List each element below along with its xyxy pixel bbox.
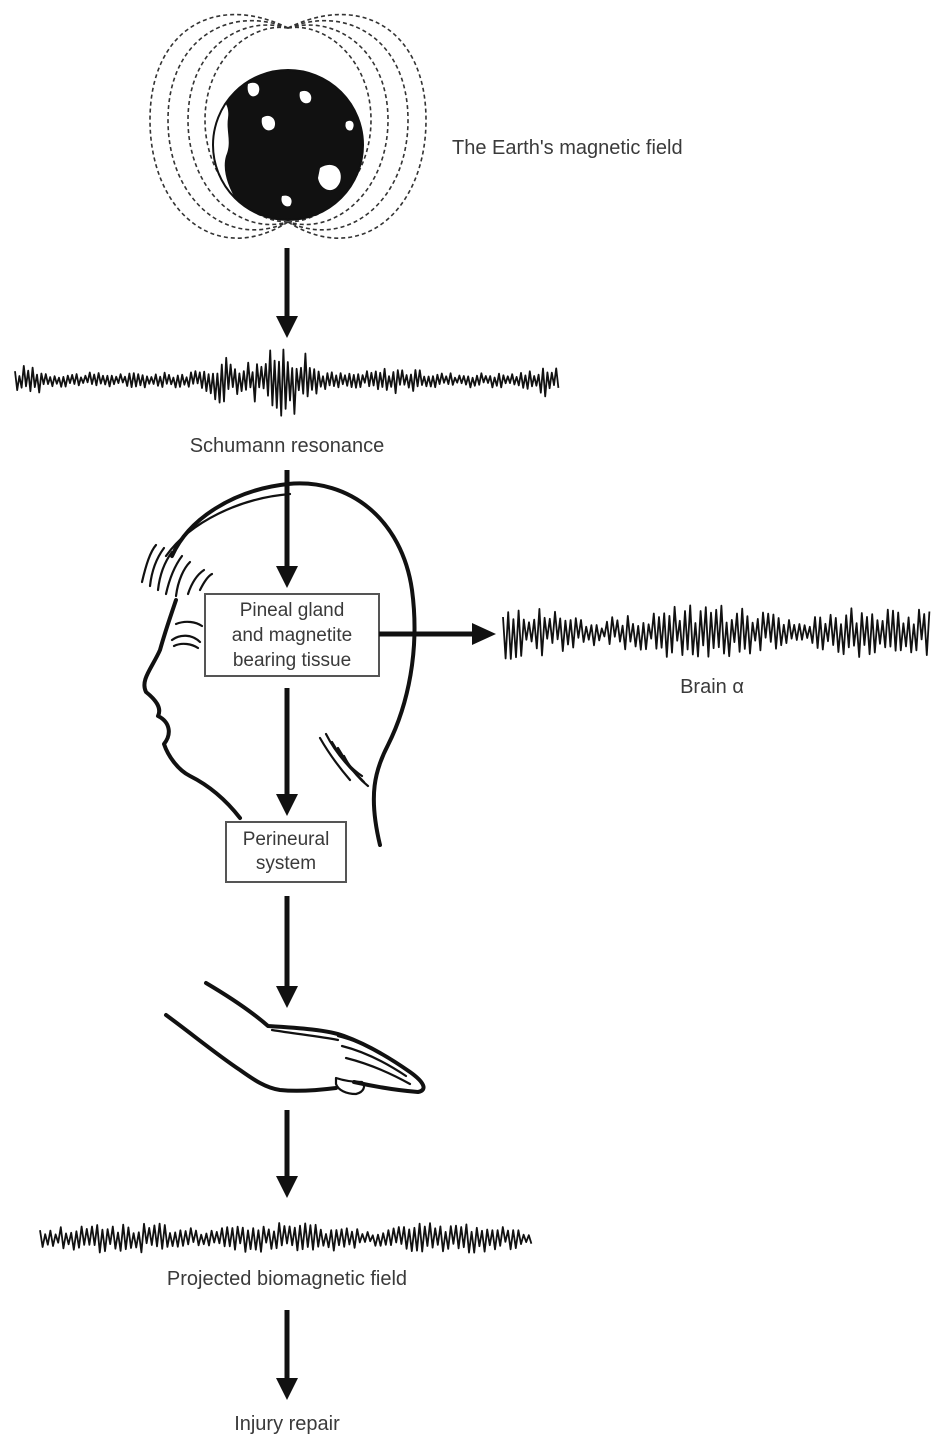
- schumann-label: Schumann resonance: [190, 435, 385, 457]
- brain-alpha-waveform: [503, 605, 929, 659]
- perineural-line-1: Perineural: [243, 829, 330, 850]
- earth-magnetic-field-icon: [150, 15, 426, 239]
- projected-field-label: Projected biomagnetic field: [167, 1268, 407, 1290]
- projected-field-waveform: [40, 1223, 531, 1253]
- perineural-system-box: Perineural system: [226, 822, 346, 882]
- earth-globe-icon: [207, 70, 363, 220]
- arrow-hand-to-projected-field: [276, 1110, 298, 1198]
- perineural-line-2: system: [256, 853, 316, 874]
- brain-alpha-label: Brain α: [680, 676, 744, 698]
- pineal-line-2: and magnetite: [232, 625, 352, 646]
- arrow-projected-to-injury-repair: [276, 1310, 298, 1400]
- injury-repair-label: Injury repair: [234, 1413, 340, 1435]
- schumann-waveform: [15, 350, 558, 416]
- fringe-hair: [142, 545, 212, 596]
- earth-field-label: The Earth's magnetic field: [452, 137, 683, 159]
- arrow-pineal-to-brain-alpha: [379, 623, 496, 645]
- pineal-line-1: Pineal gland: [240, 600, 345, 621]
- eye: [172, 636, 200, 648]
- hand-icon: [166, 983, 424, 1094]
- pineal-gland-box: Pineal gland and magnetite bearing tissu…: [205, 594, 379, 676]
- pineal-line-3: bearing tissue: [233, 650, 351, 671]
- nape-hair: [320, 734, 368, 786]
- arrow-earth-to-schumann: [276, 248, 298, 338]
- arrow-perineural-to-hand: [276, 896, 298, 1008]
- arrow-schumann-to-pineal: [276, 470, 298, 588]
- arrow-pineal-to-perineural: [276, 688, 298, 816]
